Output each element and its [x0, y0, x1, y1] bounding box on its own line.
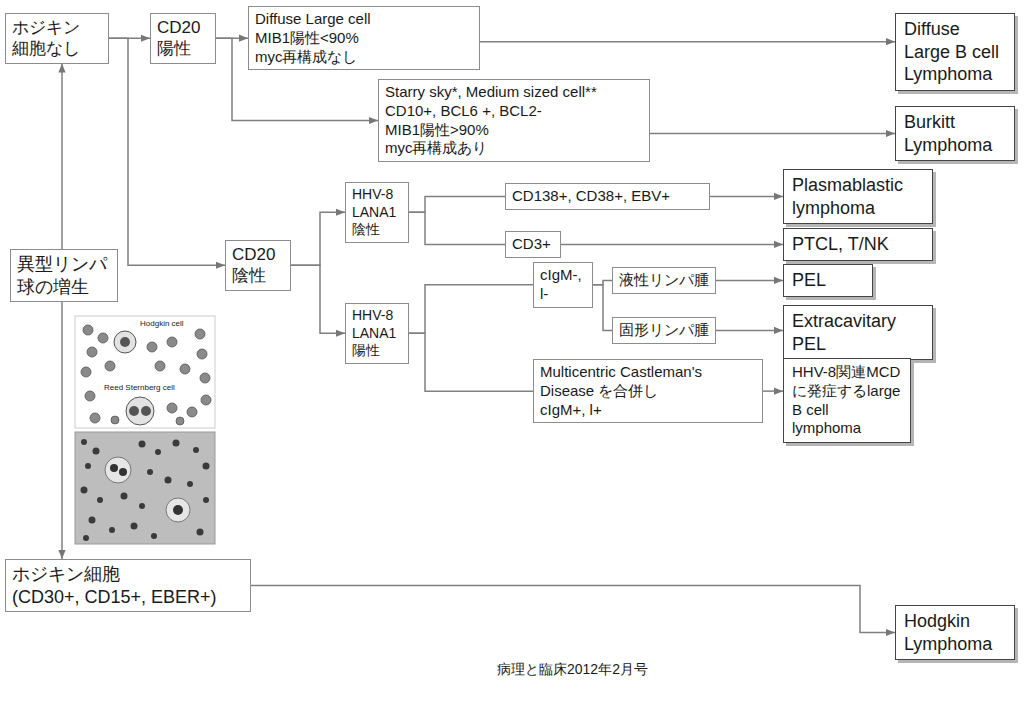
connector-arrow [61, 64, 63, 250]
criteria-box: CD138+, CD38+, EBV+ [505, 183, 710, 210]
criteria-box: 異型リンパ 球の増生 [10, 249, 118, 302]
box-text: PEL [792, 269, 864, 292]
box-text: MIB1陽性>90% [385, 121, 643, 140]
criteria-box: CD20 陽性 [150, 13, 216, 64]
connector-arrow [716, 330, 783, 332]
connector-arrow [710, 196, 783, 198]
criteria-box: HHV-8 LANA1 陰性 [345, 182, 409, 243]
connector-arrow [61, 302, 63, 559]
connector-arrow [650, 133, 895, 135]
box-text: HHV-8 LANA1 陰性 [352, 186, 402, 239]
connector-arrow [409, 196, 505, 212]
box-text: Diffuse Large B cell Lymphoma [904, 18, 1006, 86]
connector-arrow [716, 280, 783, 282]
connector-arrow [291, 212, 345, 265]
box-text: myc再構成なし [255, 48, 473, 67]
box-text: Extracavitary PEL [792, 310, 924, 355]
criteria-box: Multicentric Castleman's Disease を合併しcIg… [533, 359, 763, 423]
criteria-box: cIgM-, l- [533, 262, 593, 308]
result-box: Extracavitary PEL [783, 305, 933, 360]
result-box: Plasmablastic lymphoma [783, 169, 933, 224]
schema-panel [75, 316, 215, 428]
connector-arrow [409, 333, 533, 391]
result-box: Hodgkin Lymphoma [895, 605, 1015, 660]
box-text: ホジキン細胞 [12, 563, 244, 586]
result-box: PEL [783, 264, 873, 297]
criteria-box: ホジキン細胞(CD30+, CD15+, EBER+) [5, 559, 251, 612]
criteria-box: ホジキン 細胞なし [5, 13, 109, 64]
connector-arrow [109, 38, 225, 265]
box-text: CD3+ [512, 235, 554, 254]
result-box: Burkitt Lymphoma [895, 106, 1015, 161]
box-text: CD20 陽性 [157, 17, 209, 60]
box-text: CD10+, BCL6 +, BCL2- [385, 102, 643, 121]
box-text: cIgM+, l+ [540, 401, 756, 420]
connector-arrow [561, 244, 783, 246]
box-text: CD138+, CD38+, EBV+ [512, 187, 703, 206]
box-text: Plasmablastic lymphoma [792, 174, 924, 219]
reed-sternberg-cell [126, 397, 154, 425]
micrograph-panel [75, 432, 215, 544]
connector-arrow [251, 586, 895, 633]
box-text: Hodgkin Lymphoma [904, 610, 1006, 655]
box-text: Diffuse Large cell [255, 10, 473, 29]
box-text: cIgM-, l- [540, 266, 586, 304]
criteria-box: CD3+ [505, 231, 561, 258]
criteria-box: Diffuse Large cellMIB1陽性<90%myc再構成なし [248, 6, 480, 70]
connector-arrow [409, 285, 533, 334]
figure-label: Reed Sternberg cell [104, 383, 175, 393]
box-text: MIB1陽性<90% [255, 29, 473, 48]
figure-label: Hodgkin cell [140, 319, 184, 329]
criteria-box: 固形リンパ腫 [612, 317, 716, 344]
connector-arrow [480, 41, 895, 43]
result-box: PTCL, T/NK [783, 228, 933, 261]
criteria-box: Starry sky*, Medium sized cell**CD10+, B… [378, 79, 650, 162]
connector-arrow [763, 390, 783, 392]
connector-arrow [291, 265, 345, 333]
criteria-box: HHV-8 LANA1 陽性 [345, 303, 409, 364]
micrograph-cells [81, 439, 210, 541]
box-text: myc再構成あり [385, 139, 643, 158]
box-text: Multicentric Castleman's Disease を合併し [540, 363, 756, 401]
box-text: 異型リンパ 球の増生 [17, 253, 111, 298]
box-text: 液性リンパ腫 [619, 271, 709, 290]
box-text: CD20 陰性 [232, 244, 284, 287]
hodgkin-cell [114, 331, 136, 353]
box-text: (CD30+, CD15+, EBER+) [12, 586, 244, 609]
lymphocytes [81, 325, 211, 425]
box-text: PTCL, T/NK [792, 233, 924, 256]
connector-arrow [409, 212, 505, 244]
box-text: Starry sky*, Medium sized cell** [385, 83, 643, 102]
source-caption: 病理と臨床2012年2月号 [497, 661, 648, 678]
box-text: HHV-8関連MCD に発症するlarge B cell lymphoma [792, 363, 902, 438]
connector-arrow [593, 285, 612, 331]
box-text: Burkitt Lymphoma [904, 111, 1006, 156]
result-box: HHV-8関連MCD に発症するlarge B cell lymphoma [783, 358, 911, 443]
box-text: ホジキン 細胞なし [12, 17, 102, 60]
criteria-box: CD20 陰性 [225, 240, 291, 291]
box-text: HHV-8 LANA1 陽性 [352, 307, 402, 360]
box-text: 固形リンパ腫 [619, 321, 709, 340]
result-box: Diffuse Large B cell Lymphoma [895, 13, 1015, 91]
criteria-box: 液性リンパ腫 [612, 267, 716, 294]
